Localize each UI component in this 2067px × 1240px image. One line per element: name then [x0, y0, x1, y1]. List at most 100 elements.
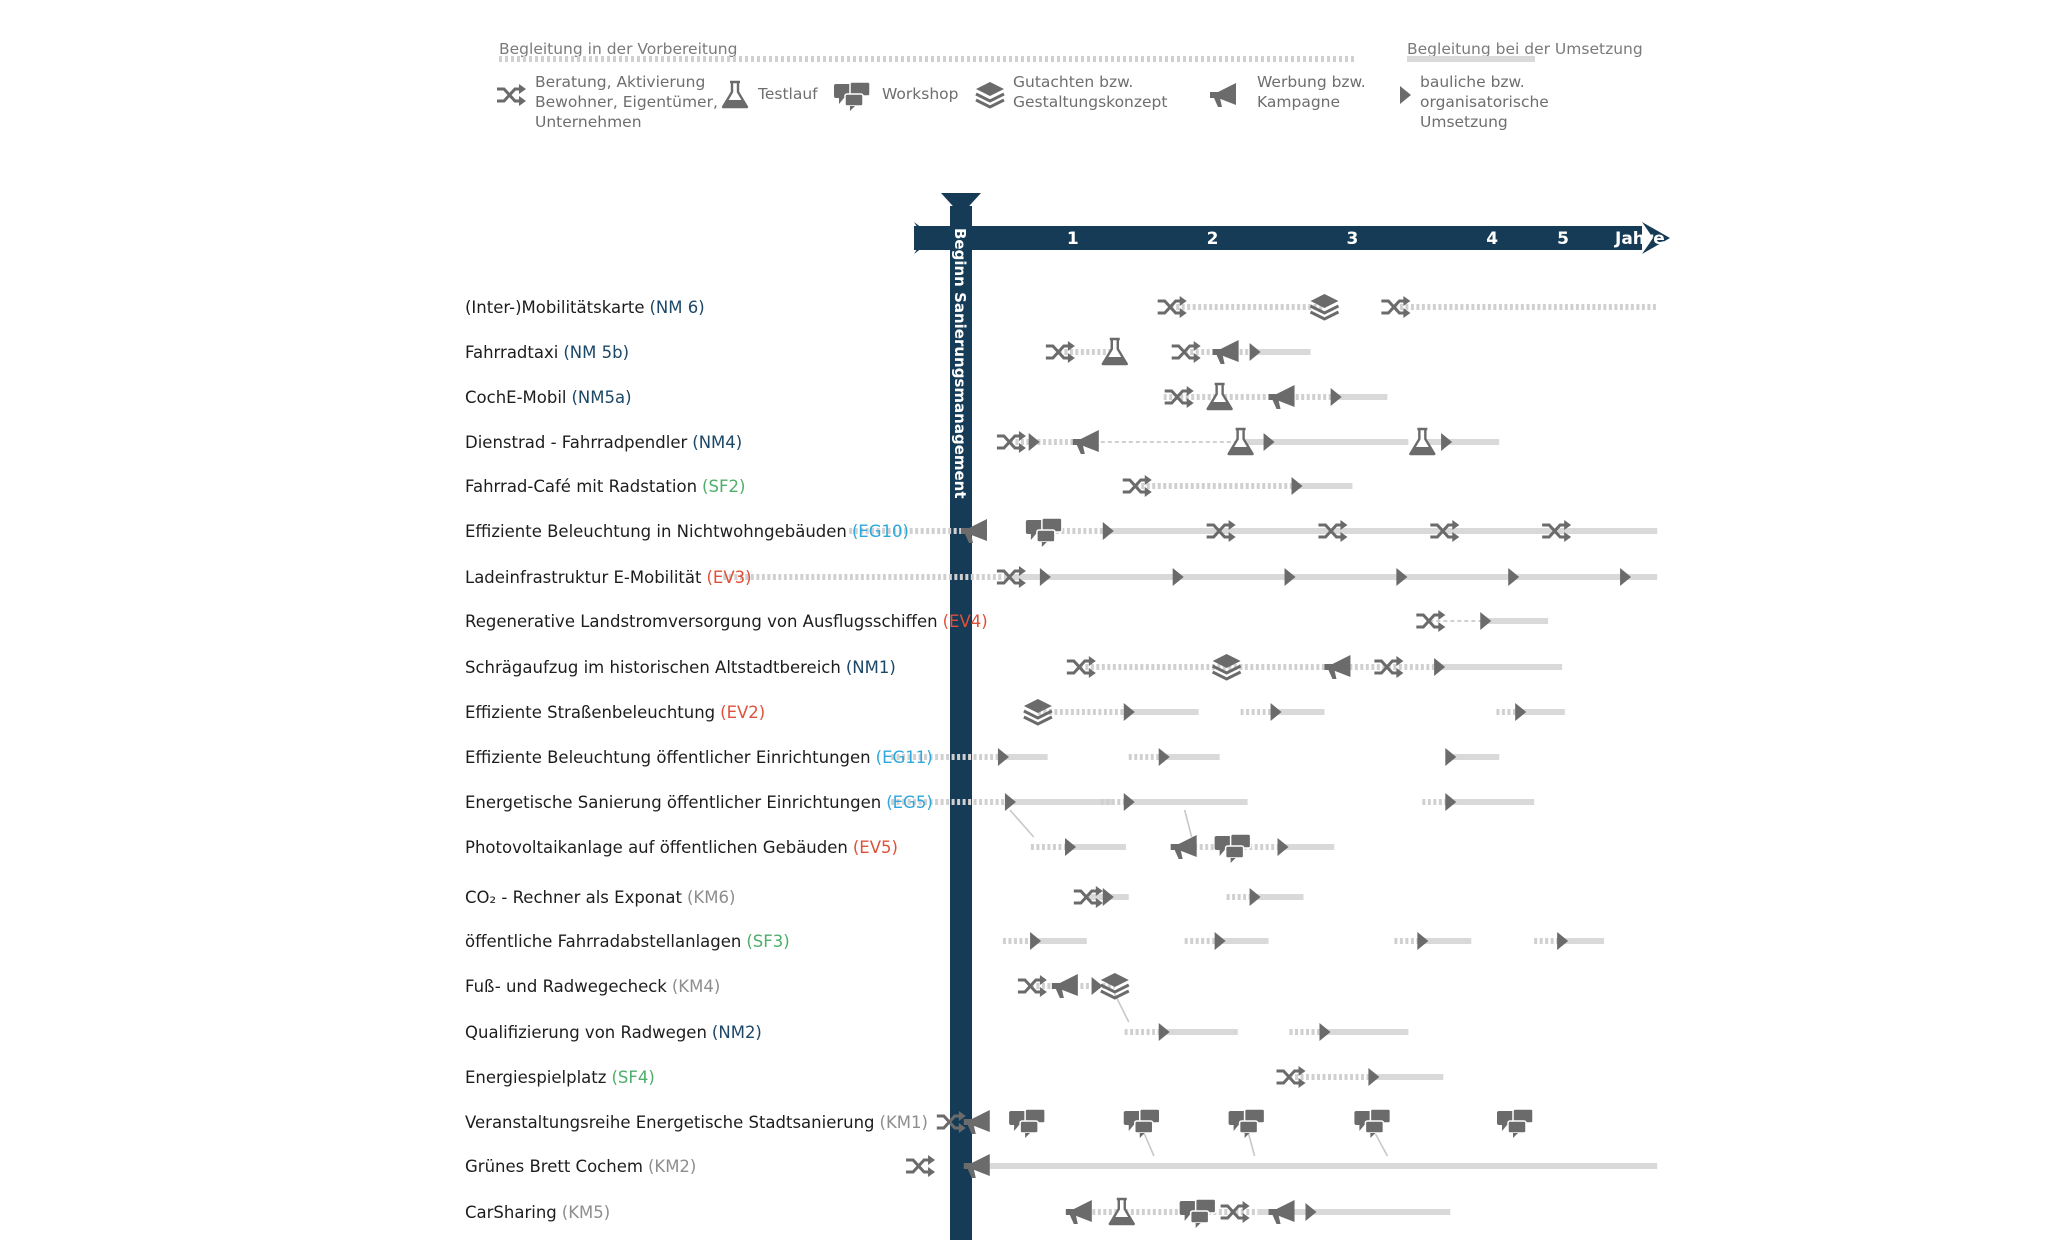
implementation-arrow-icon	[1417, 932, 1429, 950]
legend-item-text: Kampagne	[1257, 93, 1340, 111]
measure-row: Energetische Sanierung öffentlicher Einr…	[465, 793, 1535, 812]
measure-row: Effiziente Beleuchtung in Nichtwohngebäu…	[465, 517, 1658, 548]
legend-item-text: Workshop	[882, 85, 958, 103]
implementation-arrow-icon	[1028, 433, 1040, 451]
legend-item-text: Gestaltungskonzept	[1013, 93, 1167, 111]
megaphone-icon	[1268, 385, 1295, 409]
measure-code: (KM5)	[562, 1203, 610, 1222]
workshop-chat-icon	[1008, 1108, 1046, 1139]
measure-row: CO₂ - Rechner als Exponat(KM6)	[465, 884, 1304, 910]
measure-name: Energiespielplatz	[465, 1068, 606, 1087]
measure-label: CarSharing (KM5)	[465, 1203, 610, 1222]
measure-label: Dienstrad - Fahrradpendler(NM4)	[465, 433, 742, 452]
implementation-arrow-icon	[1102, 888, 1114, 906]
implementation-arrow-icon	[1102, 522, 1114, 540]
measure-label: Grünes Brett Cochem(KM2)	[465, 1157, 696, 1176]
implementation-arrow-icon	[1172, 568, 1184, 586]
measure-row: öffentliche Fahrradabstellanlagen(SF3)	[465, 932, 1605, 951]
megaphone-icon	[1170, 835, 1197, 859]
measure-code: (NM2)	[712, 1023, 762, 1042]
implementation-arrow-icon	[1305, 1203, 1317, 1221]
measure-code: (KM4)	[672, 977, 720, 996]
legend-item-text: Werbung bzw.	[1257, 73, 1366, 91]
axis-tick-label: 1	[1067, 229, 1079, 249]
legend: Begleitung in der Vorbereitung Begleitun…	[495, 40, 1643, 131]
measure-code: (SF4)	[611, 1068, 654, 1087]
measure-name: CochE-Mobil	[465, 388, 567, 407]
implementation-arrow-icon	[1515, 703, 1527, 721]
legend-item-layers: Gutachten bzw.Gestaltungskonzept	[974, 73, 1167, 111]
implementation-arrow-icon	[1434, 658, 1446, 676]
flask-icon	[1108, 1197, 1135, 1226]
measure-row: (Inter-)Mobilitätskarte(NM 6)	[465, 292, 1658, 321]
implementation-arrow-icon	[1277, 838, 1289, 856]
measure-label: Regenerative Landstromversorgung von Aus…	[465, 612, 988, 631]
measure-row: Schrägaufzug im historischen Altstadtber…	[465, 652, 1563, 681]
shuffle-icon	[1414, 608, 1447, 634]
legend-item-chat: Workshop	[833, 81, 958, 112]
implementation-arrow-icon	[1330, 388, 1342, 406]
measure-label: Energiespielplatz (SF4)	[465, 1068, 655, 1087]
layers-icon	[1308, 292, 1340, 321]
measure-row: Fuß- und Radwegecheck(KM4)	[465, 971, 1131, 1000]
connector-line	[1246, 1129, 1256, 1157]
legend-impl-label: Begleitung bei der Umsetzung	[1407, 40, 1643, 58]
measure-code: (NM4)	[692, 433, 742, 452]
measure-label: Effiziente Beleuchtung öffentlicher Einr…	[465, 748, 933, 767]
implementation-arrow-icon	[1508, 568, 1520, 586]
measure-row: Ladeinfrastruktur E-Mobilität(EV3)	[465, 564, 1658, 590]
measure-name: Schrägaufzug im historischen Altstadtber…	[465, 658, 841, 677]
measure-code: (EV5)	[853, 838, 898, 857]
measure-code: (EG11)	[876, 748, 933, 767]
measure-label: öffentliche Fahrradabstellanlagen(SF3)	[465, 932, 790, 951]
axis-tick-label: 2	[1207, 229, 1219, 249]
legend-item-text: organisatorische	[1420, 93, 1549, 111]
measure-label: Veranstaltungsreihe Energetische Stadtsa…	[465, 1113, 928, 1132]
measure-name: Veranstaltungsreihe Energetische Stadtsa…	[465, 1113, 875, 1132]
layers-icon	[1211, 652, 1243, 681]
legend-item-text: bauliche bzw.	[1420, 73, 1525, 91]
measure-label: Effiziente Beleuchtung in Nichtwohngebäu…	[465, 522, 909, 541]
workshop-chat-icon	[1227, 1108, 1266, 1139]
workshop-chat-icon	[1025, 517, 1063, 548]
measure-row: Grünes Brett Cochem(KM2)	[465, 1153, 1658, 1179]
measure-label: CO₂ - Rechner als Exponat(KM6)	[465, 888, 735, 907]
layers-icon	[1022, 697, 1054, 726]
implementation-arrow-icon	[1123, 793, 1135, 811]
measure-name: CarSharing	[465, 1203, 557, 1222]
legend-item-text: Bewohner, Eigentümer,	[535, 93, 718, 111]
implementation-arrow-icon	[1291, 477, 1303, 495]
measure-code: (EV2)	[720, 703, 765, 722]
shuffle-icon	[495, 82, 528, 108]
measure-name: Fahrrad-Café mit Radstation	[465, 477, 697, 496]
measure-row: Dienstrad - Fahrradpendler(NM4)	[465, 427, 1500, 456]
legend-item-text: Umsetzung	[1420, 113, 1508, 131]
measure-label: Ladeinfrastruktur E-Mobilität(EV3)	[465, 568, 752, 587]
implementation-arrow-icon	[997, 748, 1009, 766]
measure-code: (SF2)	[702, 477, 745, 496]
measure-name: Fahrradtaxi	[465, 343, 558, 362]
measure-code: (EV3)	[706, 568, 751, 587]
connector-line	[1114, 993, 1130, 1023]
measure-label: Energetische Sanierung öffentlicher Einr…	[465, 793, 933, 812]
measure-label: Qualifizierung von Radwegen(NM2)	[465, 1023, 762, 1042]
measure-name: Ladeinfrastruktur E-Mobilität	[465, 568, 702, 587]
implementation-arrow-icon	[1270, 703, 1282, 721]
axis-tick-label: 3	[1346, 229, 1358, 249]
measure-row: Fahrrad-Café mit Radstation (SF2)	[465, 473, 1353, 499]
connector-line	[1142, 1129, 1155, 1157]
flask-icon	[721, 80, 749, 109]
workshop-chat-icon	[833, 81, 871, 112]
implementation-arrow-icon	[1445, 793, 1457, 811]
megaphone-icon	[1065, 1200, 1092, 1224]
connector-line	[1009, 809, 1035, 838]
shuffle-icon	[1163, 384, 1196, 410]
measure-name: Effiziente Beleuchtung in Nichtwohngebäu…	[465, 522, 847, 541]
implementation-arrow-icon	[1620, 568, 1632, 586]
measure-label: (Inter-)Mobilitätskarte(NM 6)	[465, 298, 705, 317]
implementation-arrow-icon	[1065, 838, 1077, 856]
measure-code: (KM2)	[648, 1157, 696, 1176]
